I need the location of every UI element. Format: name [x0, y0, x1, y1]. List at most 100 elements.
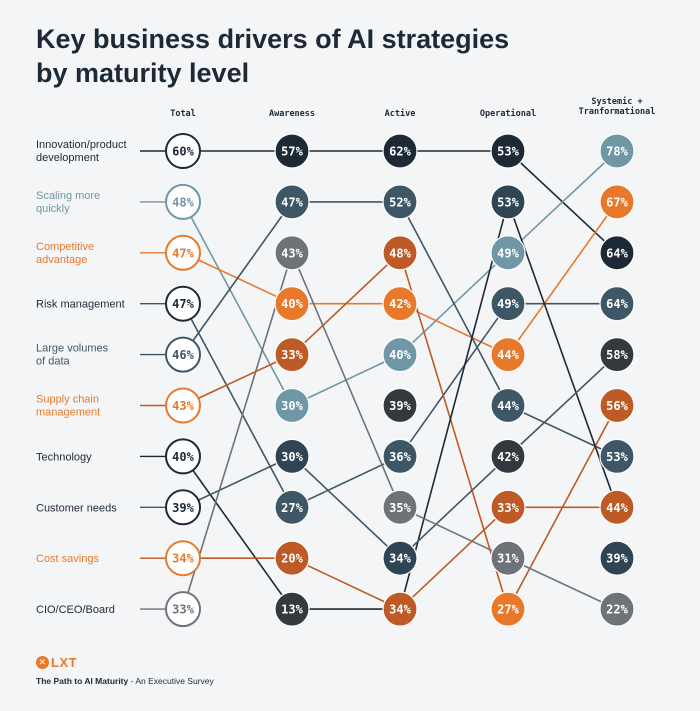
node-value-0-5: 43%	[172, 399, 194, 413]
node-2-5: 39%	[382, 387, 418, 424]
node-4-3: 64%	[599, 286, 635, 322]
node-value-0-3: 47%	[172, 297, 194, 311]
node-circle-4-6	[599, 438, 635, 474]
node-3-4: 44%	[490, 337, 526, 373]
node-circle-3-0	[490, 133, 526, 169]
node-3-2: 49%	[490, 235, 526, 271]
node-1-7: 27%	[274, 489, 310, 525]
node-circle-0-7	[165, 489, 201, 526]
node-circle-1-4	[274, 337, 310, 373]
node-3-8: 31%	[490, 540, 526, 576]
column-header-3: Operational	[480, 108, 536, 119]
node-circle-2-4	[382, 337, 418, 373]
row-label-5-line-1: management	[36, 407, 100, 419]
connector-3-1	[291, 455, 401, 509]
node-circle-3-6	[490, 438, 526, 474]
node-3-7: 33%	[490, 489, 526, 525]
node-1-2: 43%	[274, 235, 310, 271]
node-circle-0-8	[165, 540, 201, 577]
node-4-6: 53%	[599, 438, 635, 474]
chart-title-line-1: Key business drivers of AI strategies	[36, 24, 510, 54]
node-4-7: 44%	[599, 489, 635, 525]
node-circle-0-1	[165, 183, 201, 220]
node-4-9: 22%	[599, 591, 635, 627]
row-label-9: CIO/CEO/Board	[36, 604, 115, 616]
node-circle-2-5	[382, 387, 418, 424]
node-value-2-2: 48%	[389, 246, 411, 260]
node-3-9: 27%	[490, 591, 526, 627]
node-circle-3-3	[490, 286, 526, 322]
node-value-1-3: 40%	[281, 297, 303, 311]
node-1-0: 57%	[274, 133, 310, 169]
node-value-3-4: 44%	[497, 348, 519, 362]
node-0-9: 33%	[165, 591, 201, 628]
node-value-2-1: 52%	[389, 195, 411, 209]
node-value-1-9: 13%	[281, 603, 303, 617]
node-circle-3-7	[490, 489, 526, 525]
node-value-3-8: 31%	[497, 552, 519, 566]
node-circle-1-0	[274, 133, 310, 169]
node-2-6: 36%	[382, 438, 418, 474]
node-circle-4-0	[599, 133, 635, 169]
footer: ✕ LXT The Path to AI Maturity - An Execu…	[36, 655, 214, 686]
node-value-4-0: 78%	[606, 145, 628, 159]
node-circle-4-2	[599, 235, 635, 271]
node-value-4-2: 64%	[606, 246, 628, 260]
node-2-8: 34%	[382, 540, 418, 576]
node-circle-3-2	[490, 235, 526, 271]
connector-2-3	[507, 201, 618, 356]
connector-7-3	[507, 354, 618, 457]
node-value-1-4: 33%	[281, 348, 303, 362]
connector-9-2	[399, 506, 509, 559]
row-label-6: Technology	[36, 451, 92, 463]
node-4-8: 39%	[599, 540, 635, 576]
node-value-1-0: 57%	[281, 145, 303, 159]
node-2-2: 48%	[382, 235, 418, 271]
row-label-5-line-0: Supply chain	[36, 394, 99, 406]
row-label-0-line-1: development	[36, 152, 99, 164]
connector-6-0	[182, 455, 293, 610]
column-header-1: Awareness	[269, 109, 315, 119]
node-circle-3-1	[490, 184, 526, 220]
node-0-4: 46%	[165, 336, 201, 373]
connector-7-1	[291, 455, 401, 559]
node-value-3-7: 33%	[497, 501, 519, 515]
row-label-1-line-0: Scaling more	[36, 190, 100, 202]
source-note: The Path to AI Maturity - An Executive S…	[36, 676, 214, 686]
node-2-0: 62%	[382, 133, 418, 169]
node-value-0-2: 47%	[172, 246, 194, 260]
node-value-1-1: 47%	[281, 195, 303, 209]
connector-9-3	[507, 557, 618, 610]
chart-title-line-2: by maturity level	[36, 58, 250, 88]
connector-4-3	[507, 404, 618, 458]
brand-logo: ✕ LXT	[36, 655, 214, 670]
node-circle-1-9	[274, 591, 310, 627]
node-circle-2-1	[382, 184, 418, 220]
node-value-2-6: 36%	[389, 450, 411, 464]
node-value-1-6: 30%	[281, 450, 303, 464]
node-circle-3-9	[490, 591, 526, 627]
node-circle-2-7	[382, 489, 418, 525]
node-value-4-3: 64%	[606, 297, 628, 311]
node-2-9: 34%	[382, 591, 418, 627]
node-value-3-2: 49%	[497, 246, 519, 260]
chart-title: Key business drivers of AI strategies by…	[36, 22, 656, 90]
node-circle-1-7	[274, 489, 310, 525]
node-4-4: 58%	[599, 337, 635, 373]
node-circle-2-6	[382, 438, 418, 474]
node-value-2-4: 40%	[389, 348, 411, 362]
node-circle-1-8	[274, 540, 310, 576]
row-label-0-line-0: Innovation/product	[36, 139, 127, 151]
node-0-3: 47%	[165, 285, 201, 322]
connector-7-0	[182, 455, 293, 509]
node-1-5: 30%	[274, 387, 310, 424]
connector-3-0	[182, 303, 293, 508]
node-value-4-4: 58%	[606, 348, 628, 362]
node-value-1-8: 20%	[281, 552, 303, 566]
node-value-3-9: 27%	[497, 603, 519, 617]
node-circle-1-1	[274, 184, 310, 220]
column-header-4-line-0: Systemic +	[591, 96, 642, 107]
node-circle-2-8	[382, 540, 418, 576]
node-value-0-0: 60%	[172, 145, 194, 159]
node-0-2: 47%	[165, 234, 201, 271]
